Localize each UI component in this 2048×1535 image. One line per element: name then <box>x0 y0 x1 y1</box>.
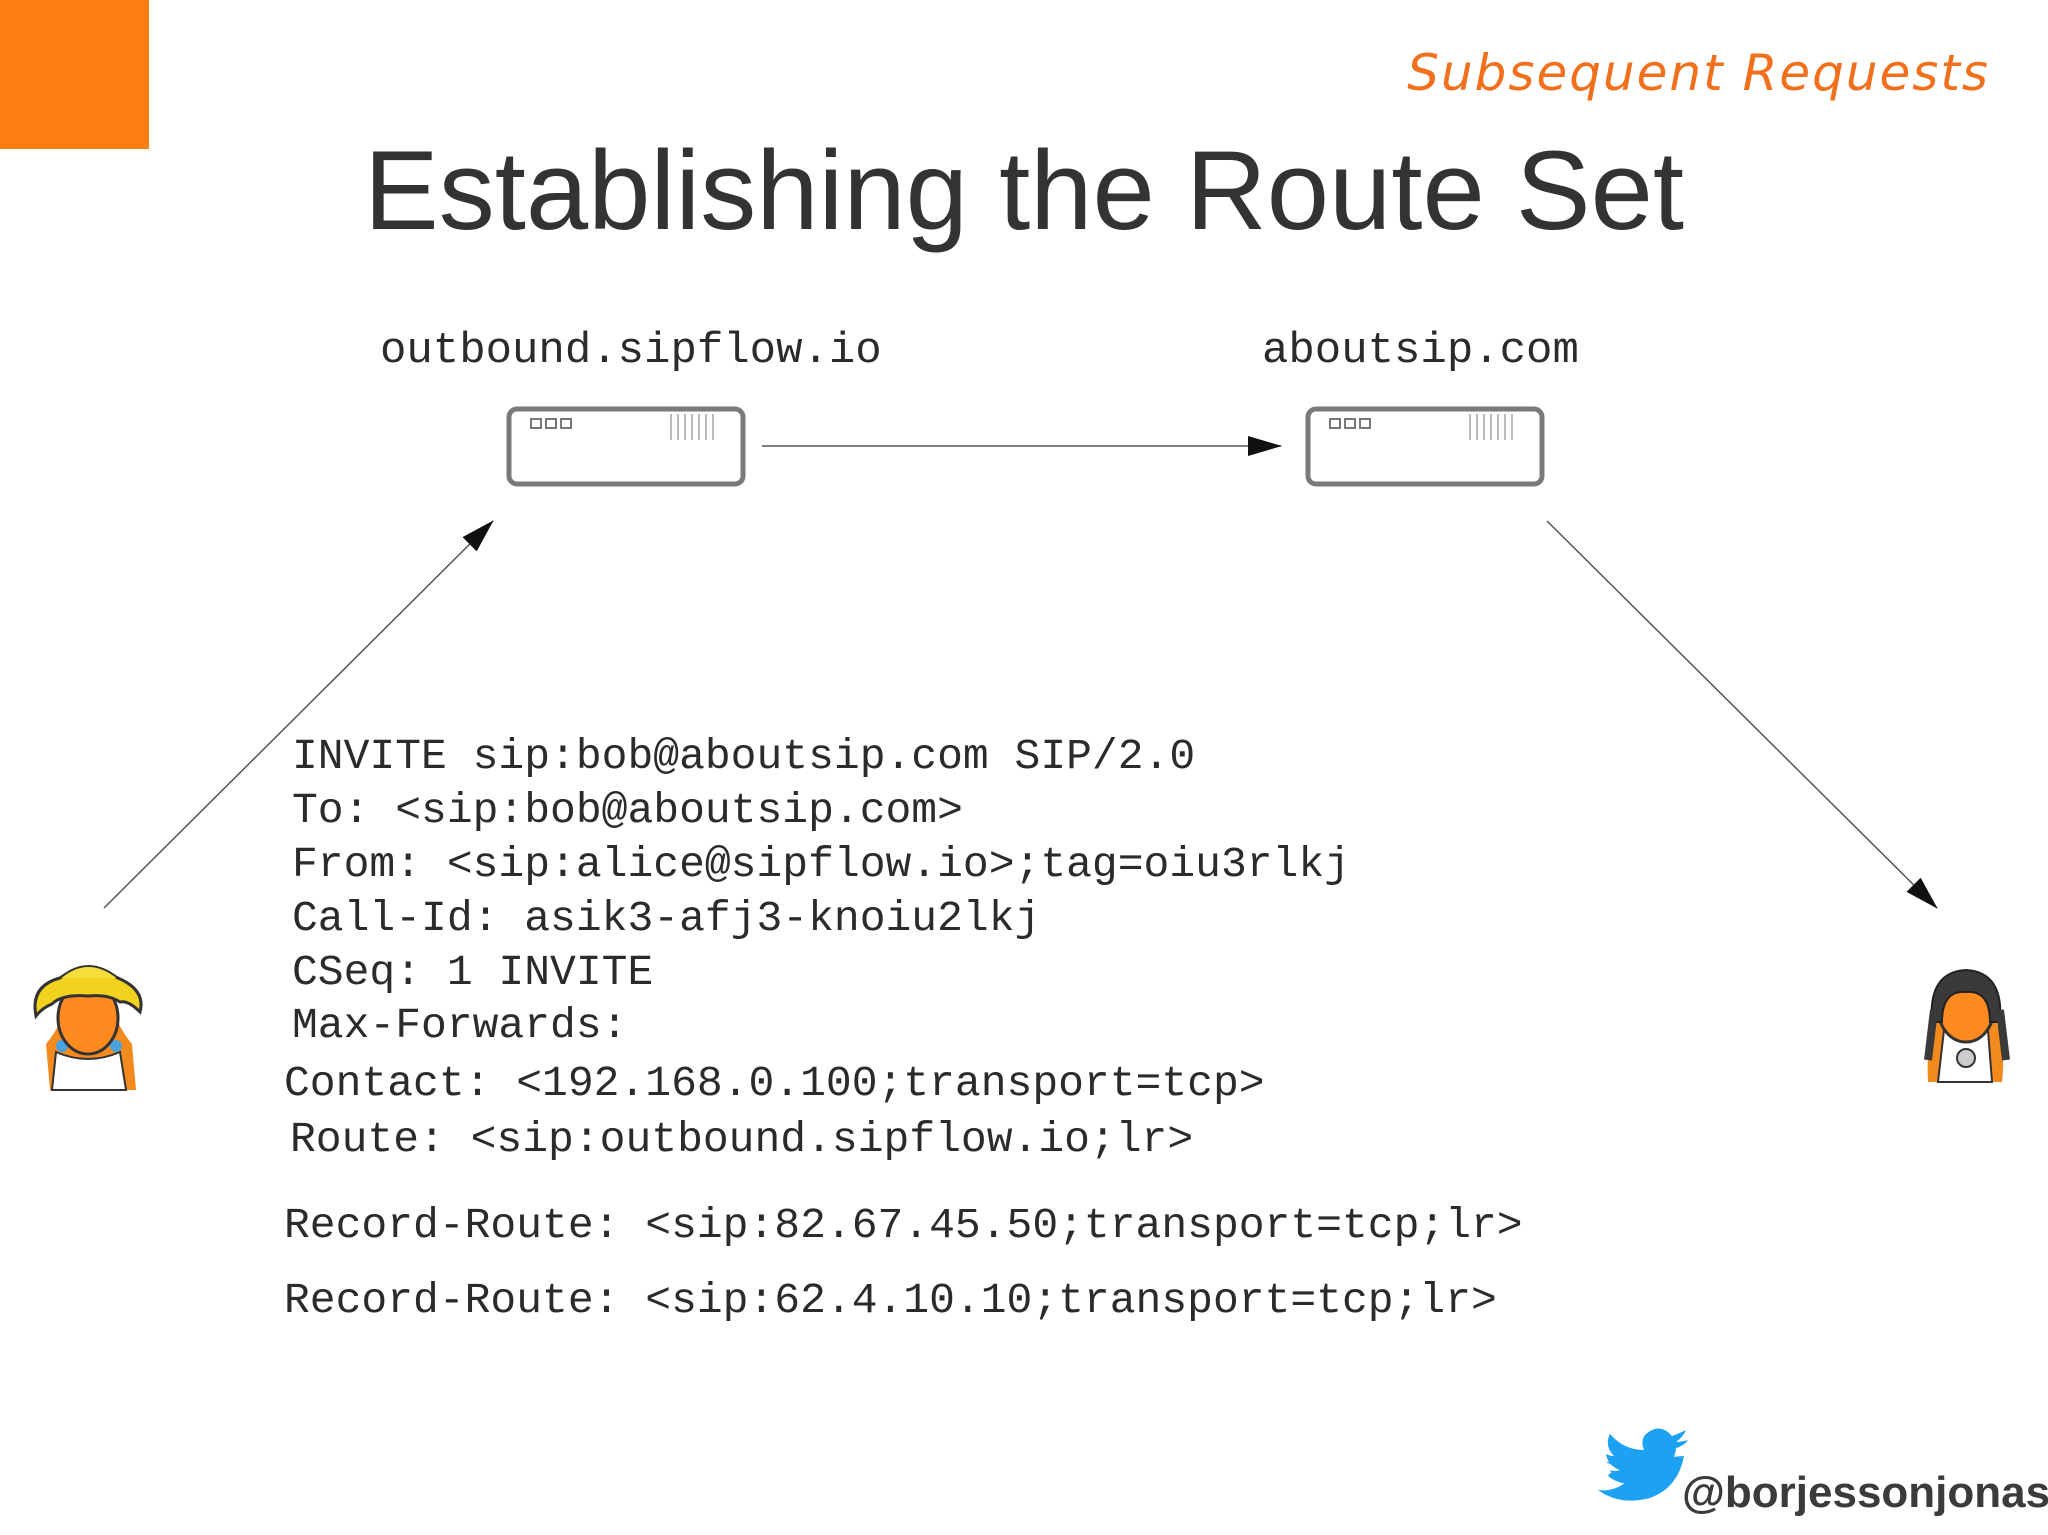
proxy-server-icon <box>1305 406 1545 487</box>
sip-cseq-header: CSeq: 1 INVITE <box>292 948 654 997</box>
twitter-bird-icon <box>1598 1428 1688 1501</box>
twitter-handle: @borjessonjonas <box>1682 1468 2048 1517</box>
sip-route-header: Route: <sip:outbound.sipflow.io;lr> <box>290 1115 1194 1164</box>
sip-record-route-header: Record-Route: <sip:82.67.45.50;transport… <box>284 1201 1523 1250</box>
slide-title: Establishing the Route Set <box>364 128 1684 253</box>
orange-corner-block <box>0 0 149 149</box>
proxy-1-label: outbound.sipflow.io <box>380 326 882 376</box>
sip-max-forwards-header: Max-Forwards: <box>292 1001 628 1050</box>
section-tag: Subsequent Requests <box>1407 44 1990 102</box>
sip-record-route-header: Record-Route: <sip:62.4.10.10;transport=… <box>284 1276 1497 1325</box>
bob-avatar-icon <box>1924 968 2010 1083</box>
alice-avatar-icon <box>33 965 143 1091</box>
sip-request-line: INVITE sip:bob@aboutsip.com SIP/2.0 <box>292 732 1196 781</box>
arrow-proxy2-to-bob <box>1546 520 1938 909</box>
arrow-alice-to-proxy1 <box>103 520 494 909</box>
sip-from-header: From: <sip:alice@sipflow.io>;tag=oiu3rlk… <box>292 840 1350 889</box>
sip-contact-header: Contact: <192.168.0.100;transport=tcp> <box>284 1059 1265 1108</box>
sip-call-id-header: Call-Id: asik3-afj3-knoiu2lkj <box>292 894 1041 943</box>
proxy-server-icon <box>506 406 746 487</box>
proxy-2-label: aboutsip.com <box>1262 326 1579 376</box>
sip-to-header: To: <sip:bob@aboutsip.com> <box>292 786 963 835</box>
